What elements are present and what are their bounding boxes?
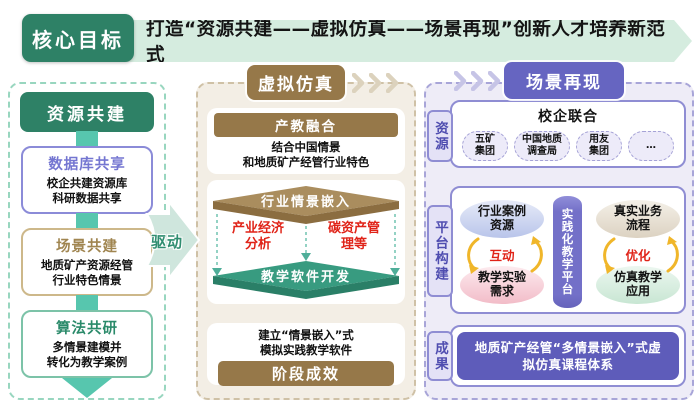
- platform-row-label: 平台构建: [427, 205, 453, 297]
- card-body: 多情景建模并 转化为教学案例: [46, 340, 128, 369]
- partner-pill-row: 五矿 集团 中国地质 调查局 用友 集团 …: [452, 131, 684, 161]
- curved-arrow-icon: [467, 237, 480, 274]
- connector-bar: [76, 131, 98, 146]
- down-arrowhead-icon: [301, 253, 311, 261]
- down-arrowhead-icon: [212, 268, 222, 276]
- industry-case-ellipse: 行业案例 资源: [460, 200, 544, 238]
- school-enterprise-card: 校企联合 五矿 集团 中国地质 调查局 用友 集团 …: [450, 100, 686, 168]
- chevrons-right-icon: [454, 71, 501, 91]
- software-stack-card: 行业情景嵌入 教学软件开发 产业经济 分析 碳资产管 理等: [207, 180, 405, 304]
- database-sharing-card: 数据库共享 校企共建资源库 科研数据共享: [21, 146, 153, 214]
- scene-reproduction-title-text: 场景再现: [526, 73, 602, 93]
- algorithm-coresearch-card: 算法共研 多情景建模并 转化为教学案例: [21, 310, 153, 378]
- card-body: 校企共建资源库 科研数据共享: [46, 176, 128, 205]
- card-title: 数据库共享: [48, 157, 126, 173]
- partner-pill: 中国地质 调查局: [514, 131, 570, 161]
- scene-cobuild-card: 场景共建 地质矿产资源经管 行业特色情景: [21, 228, 153, 296]
- virtual-simulation-title-text: 虚拟仿真: [258, 75, 334, 95]
- card-title: 场景共建: [56, 239, 118, 255]
- carbon-asset-item: 碳资产管 理等: [327, 221, 380, 252]
- practice-platform-cylinder: 实践化教学平台: [553, 196, 582, 308]
- card-title: 算法共研: [56, 321, 118, 337]
- industry-education-body: 结合中国情景 和地质矿产经管行业特色: [242, 140, 370, 169]
- header-banner: 打造“资源共建——虚拟仿真——场景再现”创新人才培养新范式: [102, 20, 692, 62]
- banner-text: 打造“资源共建——虚拟仿真——场景再现”创新人才培养新范式: [146, 19, 666, 66]
- industry-economy-item: 产业经济 分析: [231, 221, 284, 252]
- interaction-label: 互动: [489, 248, 515, 263]
- platform-card: 行业案例 资源 教学实验 需求 真实业务 流程 仿真教学 应用 互动 实践化教学…: [450, 186, 686, 314]
- industry-education-bar: 产教融合: [214, 113, 398, 137]
- stage-result-badge-text: 阶段成效: [271, 364, 340, 383]
- resources-row-label-text: 资源: [432, 120, 448, 152]
- resources-row-label: 资源: [427, 110, 453, 162]
- down-arrow-icon: [62, 378, 112, 398]
- drive-arrow: 驱动: [144, 200, 202, 280]
- partner-pill-more: …: [628, 131, 674, 161]
- scene-reproduction-header: 场景再现: [504, 62, 624, 99]
- outcome-row-label: 成果: [427, 331, 453, 381]
- core-goal-badge: 核心目标: [22, 14, 134, 62]
- practice-platform-text: 实践化教学平台: [560, 208, 575, 296]
- core-goal-label: 核心目标: [32, 27, 124, 52]
- card-body: 地质矿产资源经管 行业特色情景: [41, 258, 133, 287]
- outcome-card: 地质矿产经管“多情景嵌入”式虚 拟仿真课程体系: [450, 325, 686, 387]
- virtual-simulation-header: 虚拟仿真: [247, 65, 345, 100]
- school-enterprise-title: 校企联合: [538, 109, 598, 125]
- curved-arrow-icon: [530, 236, 543, 273]
- platform-row-label-text: 平台构建: [432, 220, 448, 282]
- optimization-label: 优化: [625, 248, 651, 263]
- resource-cobuild-panel: 资源共建 数据库共享 校企共建资源库 科研数据共享 场景共建 地质矿产资源经管 …: [8, 82, 166, 400]
- simulation-teaching-ellipse: 仿真教学 应用: [596, 266, 680, 304]
- partner-pill: 用友 集团: [576, 131, 622, 161]
- resource-cobuild-title-text: 资源共建: [47, 104, 127, 125]
- resource-cobuild-title: 资源共建: [20, 92, 154, 132]
- top-slab-label: 行业情景嵌入: [260, 194, 351, 210]
- right-arrow-icon: [145, 200, 201, 280]
- industry-education-title: 产教融合: [275, 119, 337, 135]
- industry-education-card: 产教融合 结合中国情景 和地质矿产经管行业特色: [207, 108, 405, 174]
- curved-arrow-icon: [666, 236, 679, 273]
- stage-result-badge: 阶段成效: [218, 360, 394, 386]
- connector-bar: [76, 295, 98, 310]
- outcome-row-label-text: 成果: [432, 340, 448, 372]
- outcome-text: 地质矿产经管“多情景嵌入”式虚 拟仿真课程体系: [457, 332, 679, 380]
- virtual-simulation-panel: 产教融合 结合中国情景 和地质矿产经管行业特色 行业情景嵌入 教学软件开发 产业…: [196, 82, 416, 400]
- connector-bar: [76, 213, 98, 228]
- real-business-ellipse: 真实业务 流程: [596, 200, 680, 238]
- stack-diagram: 行业情景嵌入 教学软件开发: [212, 186, 400, 299]
- teaching-experiment-ellipse: 教学实验 需求: [460, 266, 544, 304]
- stage-result-body: 建立“情景嵌入”式 模拟实践教学软件: [258, 328, 354, 357]
- bottom-slab-label: 教学软件开发: [260, 269, 351, 285]
- curved-arrow-icon: [603, 237, 616, 274]
- down-arrowhead-icon: [390, 268, 400, 276]
- drive-label: 驱动: [150, 233, 183, 251]
- stage-result-card: 建立“情景嵌入”式 模拟实践教学软件 阶段成效: [207, 323, 405, 386]
- chevrons-right-icon: [352, 73, 399, 93]
- partner-pill: 五矿 集团: [462, 131, 508, 161]
